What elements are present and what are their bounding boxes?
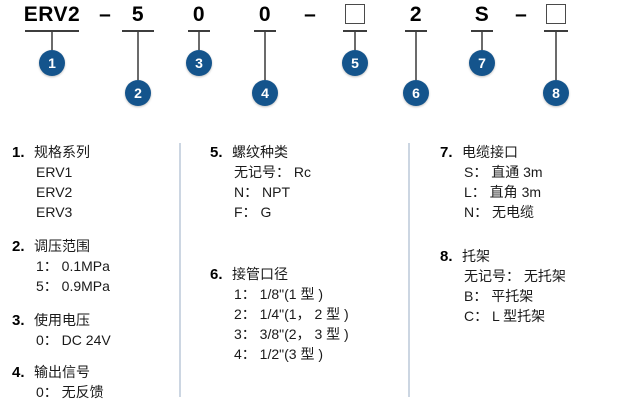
legend-entry-option: N： NPT xyxy=(234,184,290,200)
legend-entry-option: 5： 0.9MPa xyxy=(36,278,110,294)
code-separator-dash: – xyxy=(99,3,111,26)
code-badge-6[interactable]: 6 xyxy=(403,79,429,106)
code-token: ERV2 xyxy=(23,3,81,26)
leader-line xyxy=(354,31,356,50)
legend-entry-option: L： 直角 3m xyxy=(464,184,542,200)
legend-entry-option: 4： 1/2"(3 型 ) xyxy=(234,346,323,362)
legend-entry-body: 使用电压 0： DC 24V xyxy=(34,310,111,350)
legend-entry-option: 3： 3/8"(2， 3 型 ) xyxy=(234,326,349,342)
code-badge-8[interactable]: 8 xyxy=(543,79,569,106)
legend-entry-title: 输出信号 xyxy=(34,364,90,380)
legend-entry-option: 0： 无反馈 xyxy=(36,384,104,400)
leader-line xyxy=(555,31,557,80)
legend-entry-option: B： 平托架 xyxy=(464,288,534,304)
legend-entry-body: 接管口径 1： 1/8"(1 型 ) 2： 1/4"(1， 2 型 ) 3： 3/8"… xyxy=(232,264,349,364)
legend-entry-option: ERV2 xyxy=(36,184,73,200)
code-separator-dash: – xyxy=(304,3,316,26)
leader-line xyxy=(51,31,53,50)
code-placeholder-box xyxy=(345,4,365,24)
legend-entry-8: 8. 托架无记号： 无托架 B： 平托架 C： L 型托架 xyxy=(440,246,566,326)
code-underline xyxy=(471,30,493,32)
legend-entry-title: 调压范围 xyxy=(34,238,90,254)
legend-entry-4: 4. 输出信号 0： 无反馈 xyxy=(12,362,104,402)
legend-entry-number: 8. xyxy=(440,248,453,265)
legend-entry-body: 输出信号 0： 无反馈 xyxy=(34,362,104,402)
code-separator-dash: – xyxy=(515,3,527,26)
legend-entry-title: 托架 xyxy=(462,248,490,264)
legend-entry-title: 规格系列 xyxy=(34,144,90,160)
legend-entry-body: 托架无记号： 无托架 B： 平托架 C： L 型托架 xyxy=(462,246,566,326)
leader-line xyxy=(415,31,417,80)
legend-entry-title: 电缆接口 xyxy=(462,144,518,160)
legend-entry-title: 接管口径 xyxy=(232,266,288,282)
legend-entry-title: 使用电压 xyxy=(34,312,90,328)
code-underline xyxy=(343,30,367,32)
legend-entry-7: 7. 电缆接口 S： 直通 3m L： 直角 3m N： 无电缆 xyxy=(440,142,543,222)
code-token: 0 xyxy=(258,3,272,26)
code-segment-1: ERV2 1 xyxy=(14,0,90,76)
code-underline xyxy=(544,30,568,32)
legend-entry-option: N： 无电缆 xyxy=(464,204,534,220)
code-badge-7[interactable]: 7 xyxy=(469,49,495,76)
legend-entry-option: 2： 1/4"(1， 2 型 ) xyxy=(234,306,349,322)
legend-entry-option: S： 直通 3m xyxy=(464,164,543,180)
legend-entry-number: 5. xyxy=(210,144,223,161)
code-token: 5 xyxy=(131,3,145,26)
legend-entry-option: 无记号： Rc xyxy=(234,164,311,180)
legend-entry-number: 7. xyxy=(440,144,453,161)
code-badge-3[interactable]: 3 xyxy=(186,49,212,76)
code-token: S xyxy=(474,3,490,26)
code-badge-5[interactable]: 5 xyxy=(342,49,368,76)
legend-entry-number: 1. xyxy=(12,144,25,161)
legend-entry-number: 4. xyxy=(12,364,25,381)
legend-entry-option: 1： 0.1MPa xyxy=(36,258,110,274)
code-badge-4[interactable]: 4 xyxy=(252,79,278,106)
legend-entry-3: 3. 使用电压 0： DC 24V xyxy=(12,310,111,350)
code-token: 0 xyxy=(192,3,206,26)
legend-entry-option: C： L 型托架 xyxy=(464,308,546,324)
legend-entry-title: 螺纹种类 xyxy=(232,144,288,160)
legend-entry-2: 2. 调压范围 1： 0.1MPa 5： 0.9MPa xyxy=(12,236,110,296)
code-underline xyxy=(25,30,79,32)
legend-entry-body: 电缆接口 S： 直通 3m L： 直角 3m N： 无电缆 xyxy=(462,142,543,222)
legend-entry-number: 6. xyxy=(210,266,223,283)
legend-entry-body: 螺纹种类无记号： Rc N： NPT F： G xyxy=(232,142,311,222)
legend-entry-number: 3. xyxy=(12,312,25,329)
code-segment-5: 5 xyxy=(340,0,370,76)
code-token: 2 xyxy=(409,3,423,26)
legend-entry-option: ERV1 xyxy=(36,164,73,180)
code-segment-8: 8 xyxy=(541,0,571,106)
code-underline xyxy=(122,30,154,32)
leader-line xyxy=(198,31,200,50)
column-divider xyxy=(179,143,181,397)
leader-line xyxy=(137,31,139,80)
legend-entry-option: 无记号： 无托架 xyxy=(464,268,566,284)
code-underline xyxy=(405,30,427,32)
legend-entry-body: 调压范围 1： 0.1MPa 5： 0.9MPa xyxy=(34,236,110,296)
code-underline xyxy=(254,30,276,32)
legend-entry-5: 5. 螺纹种类无记号： Rc N： NPT F： G xyxy=(210,142,311,222)
code-badge-1[interactable]: 1 xyxy=(39,49,65,76)
leader-line xyxy=(481,31,483,50)
leader-line xyxy=(264,31,266,80)
legend-entry-6: 6. 接管口径 1： 1/8"(1 型 ) 2： 1/4"(1， 2 型 ) 3： 3/… xyxy=(210,264,349,364)
code-badge-2[interactable]: 2 xyxy=(125,79,151,106)
legend-entry-option: 0： DC 24V xyxy=(36,332,111,348)
code-underline xyxy=(188,30,210,32)
code-placeholder-box xyxy=(546,4,566,24)
legend-entry-option: F： G xyxy=(234,204,272,220)
column-divider xyxy=(408,143,410,397)
legend-entry-number: 2. xyxy=(12,238,25,255)
legend-entry-option: ERV3 xyxy=(36,204,73,220)
legend-entry-option: 1： 1/8"(1 型 ) xyxy=(234,286,323,302)
